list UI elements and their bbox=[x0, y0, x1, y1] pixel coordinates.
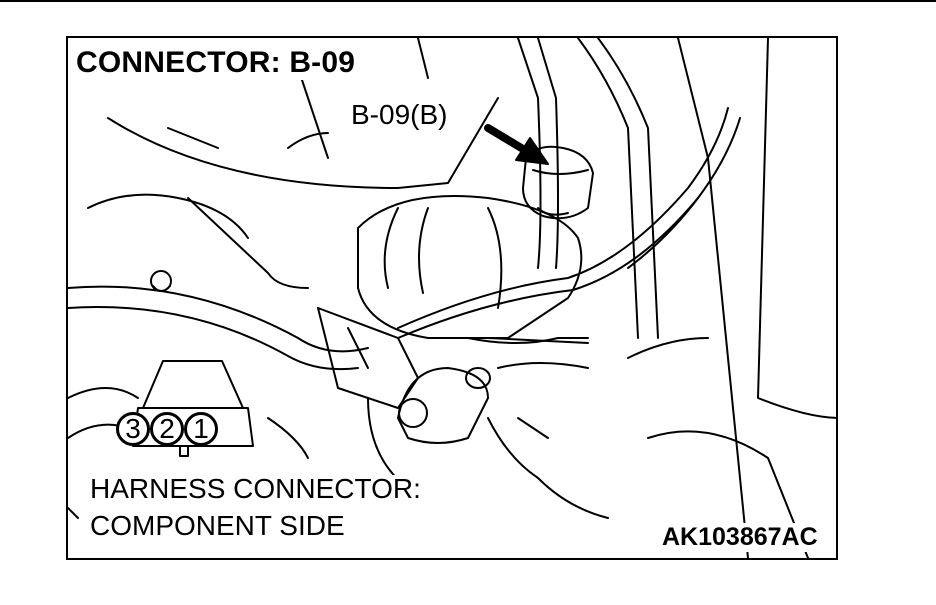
harness-connector-housing bbox=[142, 360, 244, 409]
connector-b09 bbox=[522, 145, 594, 220]
figure-code: AK103867AC bbox=[658, 523, 822, 552]
connector-pin-1: 1 bbox=[184, 412, 218, 446]
wire-harness bbox=[397, 107, 729, 329]
top-rule bbox=[0, 0, 936, 2]
harness-caption-line2: COMPONENT SIDE bbox=[88, 510, 347, 541]
connector-pin-2: 2 bbox=[150, 412, 184, 446]
connector-callout-label: B-09(B) bbox=[348, 100, 451, 130]
harness-caption-line1: HARNESS CONNECTOR: bbox=[88, 473, 423, 504]
connector-pin-3: 3 bbox=[116, 412, 150, 446]
diagram-frame: 3 2 1 CONNECTOR: B-09 B-09(B) HARNESS CO… bbox=[66, 36, 838, 560]
diagram-title: CONNECTOR: B-09 bbox=[76, 48, 360, 80]
housing-outline bbox=[107, 97, 499, 189]
pipe bbox=[517, 38, 542, 269]
sensor-body bbox=[357, 195, 583, 340]
